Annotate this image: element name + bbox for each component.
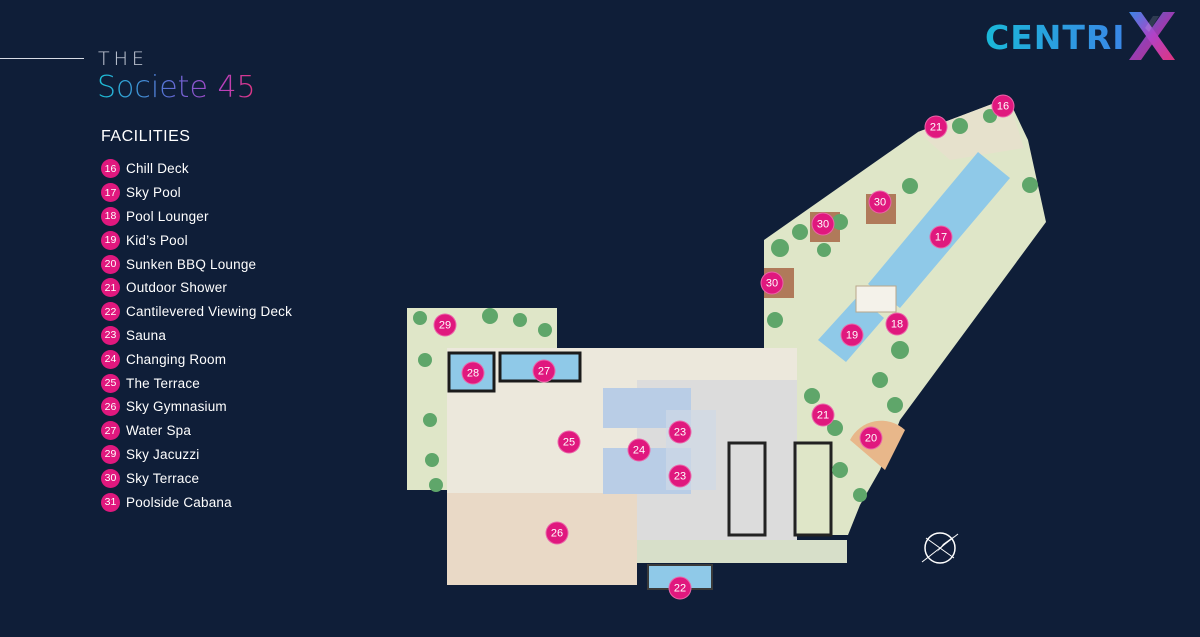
facilities-legend: 16 Chill Deck 17 Sky Pool 18 Pool Lounger 1… [101, 157, 292, 514]
plan-marker-24: 24 [627, 438, 651, 462]
plan-marker-22: 22 [668, 576, 692, 600]
plan-marker-21: 21 [811, 403, 835, 427]
legend-number: 20 [101, 254, 120, 274]
legend-label: Water Spa [126, 423, 192, 439]
plan-marker-30: 30 [811, 212, 835, 236]
legend-item: 29 Sky Jacuzzi [101, 443, 292, 467]
gym-floor [447, 493, 637, 585]
lift-core-right [793, 441, 833, 537]
legend-number: 26 [101, 397, 120, 417]
legend-item: 16 Chill Deck [101, 157, 292, 181]
plan-marker-25: 25 [557, 430, 581, 454]
landscape-west [407, 308, 557, 350]
plan-marker-17: 17 [929, 225, 953, 249]
logo-text: CENTRI [985, 18, 1126, 57]
plan-marker-19: 19 [840, 323, 864, 347]
legend-label: Sky Gymnasium [126, 399, 227, 415]
legend-item: 19 Kid’s Pool [101, 228, 292, 252]
south-band [637, 540, 847, 563]
legend-item: 25 The Terrace [101, 371, 292, 395]
legend-item: 22 Cantilevered Viewing Deck [101, 300, 292, 324]
legend-label: Chill Deck [126, 161, 189, 177]
legend-number: 17 [101, 183, 120, 203]
centrix-logo: CENTRI [985, 12, 1185, 64]
legend-item: 24 Changing Room [101, 347, 292, 371]
legend-number: 18 [101, 206, 120, 226]
plan-marker-27: 27 [532, 359, 556, 383]
legend-label: Outdoor Shower [126, 280, 228, 296]
legend-number: 21 [101, 278, 120, 298]
legend-label: Sky Terrace [126, 470, 200, 486]
facilities-heading: FACILITIES [101, 128, 191, 145]
legend-label: Sauna [126, 327, 167, 343]
plan-marker-30: 30 [760, 271, 784, 295]
legend-number: 23 [101, 325, 120, 345]
legend-item: 23 Sauna [101, 324, 292, 348]
legend-number: 24 [101, 349, 120, 369]
plan-marker-20: 20 [859, 426, 883, 450]
legend-number: 27 [101, 421, 120, 441]
plan-marker-26: 26 [545, 521, 569, 545]
logo-x-mark [1129, 12, 1175, 60]
planting [413, 109, 1038, 502]
legend-label: Poolside Cabana [126, 494, 232, 510]
plan-marker-23: 23 [668, 464, 692, 488]
legend-label: Cantilevered Viewing Deck [126, 304, 293, 320]
legend-number: 29 [101, 444, 120, 464]
legend-label: Sunken BBQ Lounge [126, 256, 257, 272]
legend-label: Kid’s Pool [126, 232, 188, 248]
legend-label: Sky Jacuzzi [126, 446, 200, 462]
legend-item: 31 Poolside Cabana [101, 490, 292, 514]
plan-marker-23: 23 [668, 420, 692, 444]
plan-marker-16: 16 [991, 94, 1015, 118]
legend-number: 16 [101, 159, 120, 179]
legend-number: 22 [101, 302, 120, 322]
plan-marker-29: 29 [433, 313, 457, 337]
plan-marker-28: 28 [461, 361, 485, 385]
legend-number: 30 [101, 468, 120, 488]
legend-number: 31 [101, 492, 120, 512]
legend-item: 30 Sky Terrace [101, 466, 292, 490]
page-title: Societe 45 [97, 70, 256, 105]
lift-core-left [727, 441, 767, 537]
plan-marker-21: 21 [924, 115, 948, 139]
legend-number: 25 [101, 373, 120, 393]
legend-item: 26 Sky Gymnasium [101, 395, 292, 419]
compass-icon [921, 532, 959, 564]
legend-label: Pool Lounger [126, 208, 209, 224]
legend-label: Changing Room [126, 351, 227, 367]
legend-number: 19 [101, 230, 120, 250]
legend-label: The Terrace [126, 375, 200, 391]
legend-item: 27 Water Spa [101, 419, 292, 443]
header-the: THE [98, 48, 148, 70]
pool-lounger-area [855, 285, 897, 313]
legend-item: 17 Sky Pool [101, 181, 292, 205]
legend-label: Sky Pool [126, 185, 181, 201]
plan-marker-18: 18 [885, 312, 909, 336]
legend-item: 21 Outdoor Shower [101, 276, 292, 300]
plan-marker-30: 30 [868, 190, 892, 214]
header-rule [0, 58, 84, 59]
legend-item: 20 Sunken BBQ Lounge [101, 252, 292, 276]
legend-item: 18 Pool Lounger [101, 205, 292, 229]
